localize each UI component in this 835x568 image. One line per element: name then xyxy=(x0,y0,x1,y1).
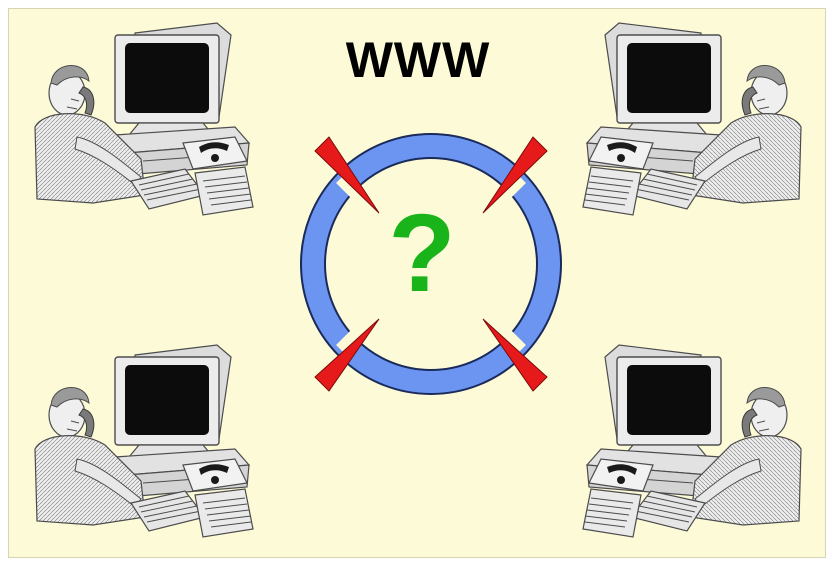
arrow-bottom-left xyxy=(314,318,380,392)
diagram-canvas: WWW ? xyxy=(8,8,826,558)
diagram-art xyxy=(9,9,825,557)
arrows xyxy=(314,136,548,392)
arrow-bottom-right xyxy=(482,318,548,392)
arrow-top-left xyxy=(314,136,380,214)
network-ring xyxy=(300,133,562,395)
arrow-top-right xyxy=(482,136,548,214)
diagram-title: WWW xyxy=(345,32,491,88)
question-mark: ? xyxy=(388,192,456,315)
